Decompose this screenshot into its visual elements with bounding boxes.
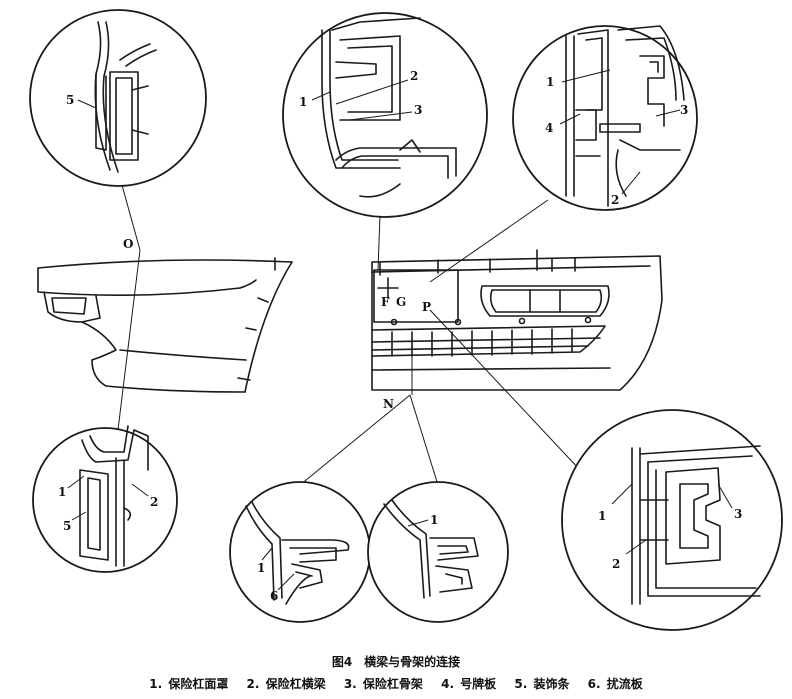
figure-title: 横梁与骨架的连接 — [364, 655, 461, 669]
legend-item-5: 5. 装饰条 — [514, 677, 570, 691]
legend-item-3: 3. 保险杠骨架 — [343, 677, 423, 691]
detail-circle-1-2-3-top-center: 1 2 3 — [282, 12, 488, 218]
label-5: 5 — [63, 519, 71, 533]
point-N-label: N — [383, 397, 394, 411]
detail-circle-1-6-bottom: 1 6 — [229, 481, 371, 623]
label-2: 2 — [612, 557, 620, 571]
detail-circle-1-5-2-bottom-left: 1 5 2 — [32, 425, 178, 573]
label-3: 3 — [414, 103, 422, 117]
label-2: 2 — [611, 193, 619, 207]
detail-circle-1-4-3-2-top-right: 1 4 3 2 — [512, 25, 698, 211]
bumper-side-view — [37, 257, 293, 393]
label-1: 1 — [257, 561, 265, 575]
label-6: 6 — [270, 589, 278, 603]
detail-circle-1-2-3-bottom-right: 1 2 3 — [561, 409, 783, 631]
label-3: 3 — [680, 103, 688, 117]
bumper-front-view — [371, 249, 663, 391]
point-F-label: F — [381, 295, 390, 309]
label-4: 4 — [545, 121, 553, 135]
label-1: 1 — [598, 509, 606, 523]
detail-circle-5-trim-top: 5 — [29, 9, 207, 187]
label-1: 1 — [299, 95, 307, 109]
label-1: 1 — [430, 513, 438, 527]
point-P-label: P — [422, 300, 431, 314]
legend-item-2: 2. 保险杠横梁 — [246, 677, 326, 691]
label-3: 3 — [734, 507, 742, 521]
point-G-label: G — [396, 295, 406, 309]
legend-item-1: 1. 保险杠面罩 — [149, 677, 229, 691]
legend-item-6: 6. 扰流板 — [587, 677, 643, 691]
figure-legend: 1. 保险杠面罩 2. 保险杠横梁 3. 保险杠骨架 4. 号牌板 5. 装饰条… — [0, 675, 792, 692]
label-2: 2 — [150, 495, 158, 509]
label-5: 5 — [66, 93, 74, 107]
figure-number: 图4 — [331, 655, 353, 669]
label-2: 2 — [410, 69, 418, 83]
figure-caption: 图4 横梁与骨架的连接 — [0, 653, 792, 670]
label-1: 1 — [546, 75, 554, 89]
label-1: 1 — [58, 485, 66, 499]
point-O-label: O — [123, 237, 133, 251]
detail-circle-1-bottom: 1 — [367, 481, 509, 623]
legend-item-4: 4. 号牌板 — [441, 677, 497, 691]
